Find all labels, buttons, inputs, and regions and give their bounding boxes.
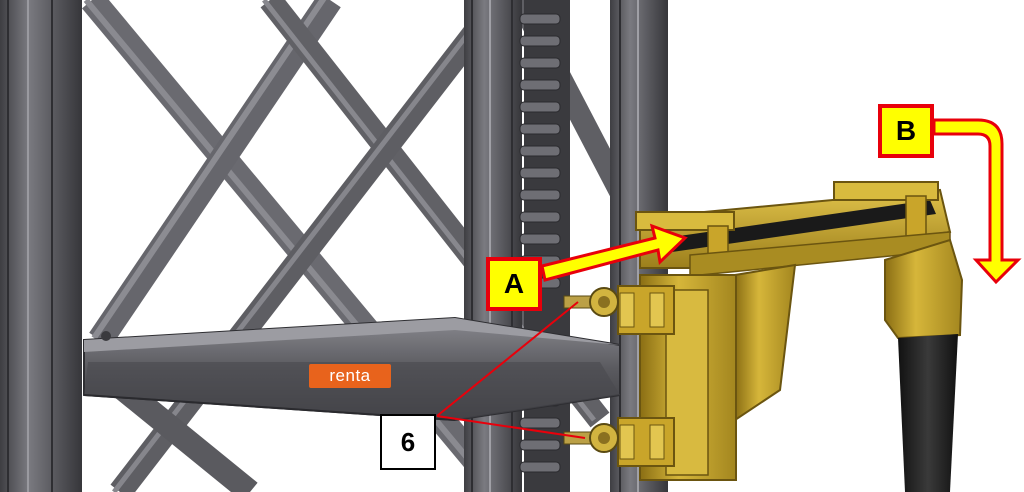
callout-6-leader-lines: [436, 301, 586, 439]
yellow-bracket-assembly: [617, 181, 964, 481]
callout-b: B: [878, 104, 934, 158]
arrow-a-icon: [540, 223, 688, 282]
renta-brand-label: renta: [309, 364, 391, 388]
callout-6: 6: [380, 414, 436, 470]
rack-strip: [519, 0, 570, 492]
callout-a: A: [486, 257, 542, 311]
black-leg: [898, 334, 958, 492]
horizontal-beam: [83, 316, 621, 422]
arrow-b-icon: [932, 118, 1022, 285]
left-post: [0, 0, 82, 492]
